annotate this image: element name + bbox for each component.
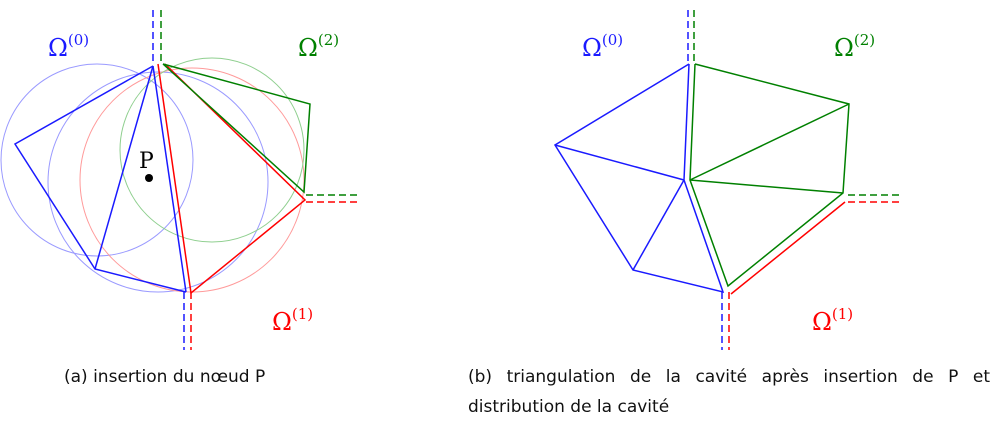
point-p-label: P — [139, 149, 154, 174]
omega0-triangles — [13, 65, 187, 293]
figure-canvas: P Ω(0) Ω(2) Ω(1) — [0, 10, 900, 350]
panel-b: Ω(0) Ω(2) Ω(1) — [553, 10, 900, 350]
omega1-boundary — [157, 63, 307, 295]
omega2-triangulation — [689, 63, 850, 288]
omega1-boundary-b — [730, 201, 846, 295]
omega2-label-b: Ω(2) — [834, 31, 875, 62]
circumcircle-blue-2 — [47, 71, 269, 293]
point-p-marker — [145, 174, 153, 182]
omega0-label-a: Ω(0) — [48, 31, 89, 62]
circumcircle-red — [79, 67, 305, 293]
panel-a: P Ω(0) Ω(2) Ω(1) — [0, 10, 358, 350]
omega1-label-a: Ω(1) — [272, 305, 313, 336]
omega0-triangulation — [553, 63, 725, 294]
omega1-label-b: Ω(1) — [812, 305, 853, 336]
interface-dashes — [152, 10, 358, 350]
omega2-triangles — [162, 63, 311, 194]
caption-a: (a) insertion du nœud P — [64, 367, 266, 387]
interface-dashes-b — [687, 10, 900, 350]
caption-b: (b) triangulation de la cavité après ins… — [468, 367, 990, 417]
circumcircle-blue-1 — [0, 63, 194, 257]
omega2-label-a: Ω(2) — [298, 31, 339, 62]
circumcircle-green — [119, 57, 305, 243]
omega0-label-b: Ω(0) — [582, 31, 623, 62]
circumcircles — [0, 57, 305, 293]
